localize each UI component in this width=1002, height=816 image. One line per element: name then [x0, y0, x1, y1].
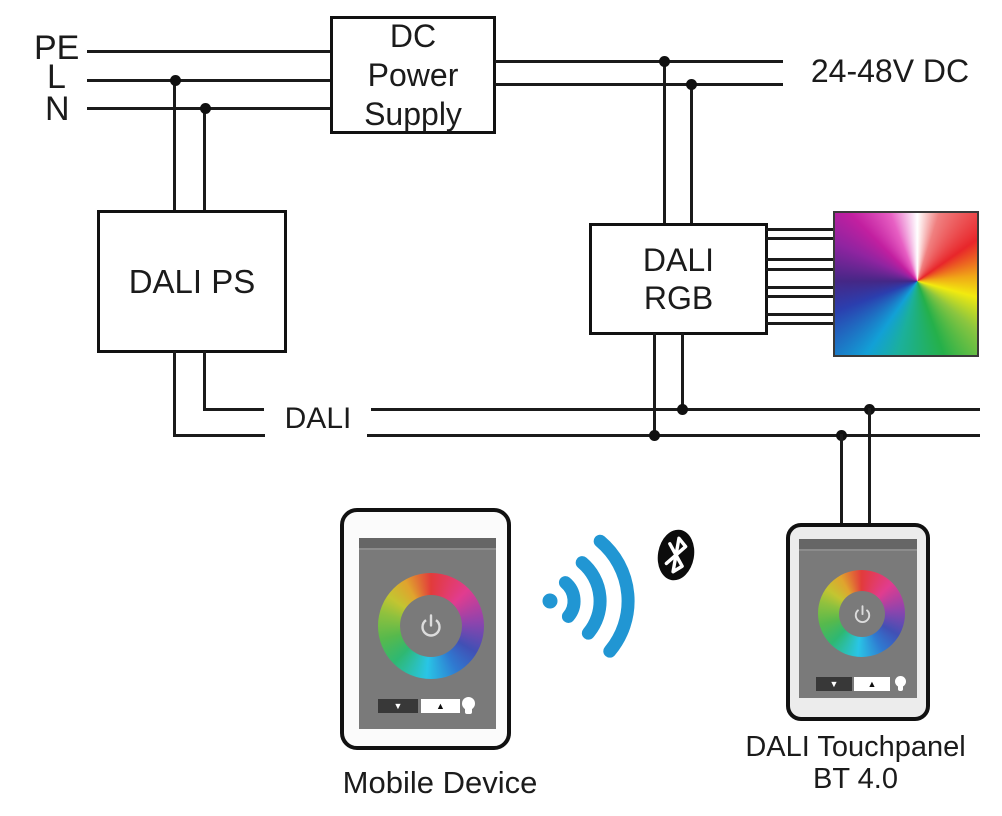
dali-rgb-line2: RGB	[643, 280, 714, 316]
rgb-output-wire	[766, 295, 836, 298]
wire-ps-drop-right	[203, 351, 206, 411]
dali-rgb-line1: DALI	[642, 242, 715, 278]
rgb-output-wire	[766, 313, 836, 316]
bluetooth-icon	[657, 529, 695, 581]
rgb-output-wire	[766, 258, 836, 261]
dc-power-supply-line2: Power	[367, 56, 459, 93]
wire-dc-drop-right	[690, 83, 693, 225]
color-wheel-center	[839, 591, 885, 637]
brighten-button: ▲	[421, 699, 460, 713]
touchpanel-caption-line2: BT 4.0	[813, 763, 898, 795]
triangle-down-icon: ▼	[393, 700, 403, 711]
dc-power-supply-box: DC Power Supply	[330, 16, 496, 134]
wire-touchpanel-right	[868, 408, 871, 525]
wire-dc-plus	[495, 60, 783, 63]
dc-power-supply-line1: DC	[389, 17, 437, 54]
wire-touchpanel-left	[840, 434, 843, 525]
label-n: N	[45, 90, 70, 128]
dim-button: ▼	[378, 699, 418, 713]
junction-dot	[170, 75, 181, 86]
brighten-button: ▲	[854, 677, 890, 691]
touchpanel-caption: DALI Touchpanel BT 4.0	[718, 731, 993, 795]
junction-dot	[649, 430, 660, 441]
wire-l	[87, 79, 331, 82]
wire-pe	[87, 50, 331, 53]
junction-dot	[200, 103, 211, 114]
wire-rgb-drop-left	[653, 333, 656, 437]
junction-dot	[659, 56, 670, 67]
rgb-output-wire	[766, 322, 836, 325]
wire-dali-bus-top	[371, 408, 980, 411]
rgb-output-wire	[766, 237, 836, 240]
dali-rgb-box: DALI RGB	[589, 223, 768, 335]
power-icon	[421, 614, 441, 637]
rgb-output-wire	[766, 268, 836, 271]
label-l: L	[47, 58, 66, 96]
wire-n-drop	[203, 107, 206, 212]
junction-dot	[677, 404, 688, 415]
screen-statusbar	[799, 539, 917, 551]
rgb-output-wire	[766, 286, 836, 289]
wireless-signal-icon	[542, 534, 635, 658]
wire-l-drop	[173, 79, 176, 212]
triangle-up-icon: ▲	[867, 678, 877, 689]
rgb-led-color-field	[833, 211, 979, 357]
wire-ps-drop-left	[173, 351, 176, 437]
dc-power-supply-line3: Supply	[364, 95, 462, 132]
mobile-device-caption: Mobile Device	[342, 765, 538, 800]
dali-ps-label: DALI PS	[128, 262, 256, 300]
wire-rgb-drop-right	[681, 333, 684, 411]
touchpanel-caption-line1: DALI Touchpanel	[745, 731, 966, 763]
wire-ps-elbow-bottom	[174, 434, 265, 437]
wire-dc-minus	[495, 83, 783, 86]
wire-dc-drop-left	[663, 60, 666, 225]
dim-button: ▼	[816, 677, 852, 691]
screen-statusbar	[359, 538, 496, 550]
label-output-voltage: 24-48V DC	[810, 53, 970, 89]
bulb-icon	[462, 697, 475, 714]
wire-ps-elbow-top	[204, 408, 264, 411]
label-dali-bus: DALI	[284, 402, 352, 435]
rgb-output-wire	[766, 228, 836, 231]
wire-dali-bus-bottom	[367, 434, 980, 437]
triangle-down-icon: ▼	[829, 678, 839, 689]
junction-dot	[686, 79, 697, 90]
label-pe: PE	[34, 29, 80, 67]
color-wheel-center	[400, 595, 462, 657]
dali-ps-box: DALI PS	[97, 210, 287, 353]
power-icon	[854, 604, 870, 623]
triangle-up-icon: ▲	[436, 700, 445, 711]
bulb-icon	[895, 676, 906, 691]
